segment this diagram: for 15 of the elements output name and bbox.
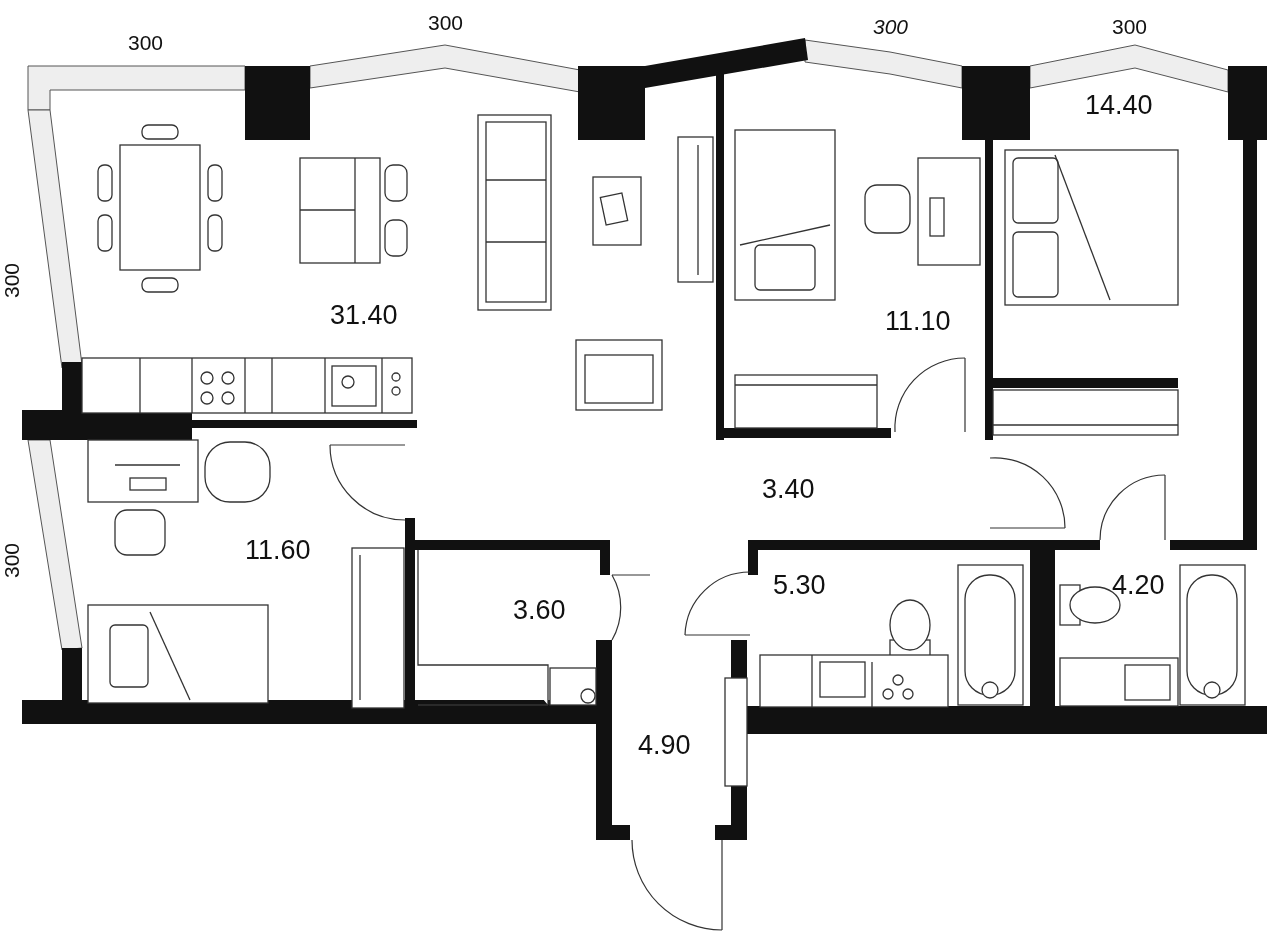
- room-area-label: 11.60: [245, 537, 311, 564]
- room-area-label: 31.40: [330, 302, 398, 329]
- dimension-label: 300: [1, 263, 22, 298]
- room-area-label: 4.90: [638, 732, 691, 759]
- dimension-label: 300: [1112, 16, 1148, 37]
- room-area-label: 11.10: [885, 308, 951, 335]
- room-area-label: 14.40: [1085, 92, 1153, 119]
- dimension-label: 300: [873, 16, 909, 37]
- room-area-label: 3.60: [513, 597, 566, 624]
- room-area-label: 4.20: [1112, 572, 1165, 599]
- dimension-label: 300: [1, 543, 22, 578]
- room-area-label: 3.40: [762, 476, 815, 503]
- dimension-label: 300: [128, 32, 164, 53]
- room-area-label: 5.30: [773, 572, 826, 599]
- dimension-label: 300: [428, 12, 464, 33]
